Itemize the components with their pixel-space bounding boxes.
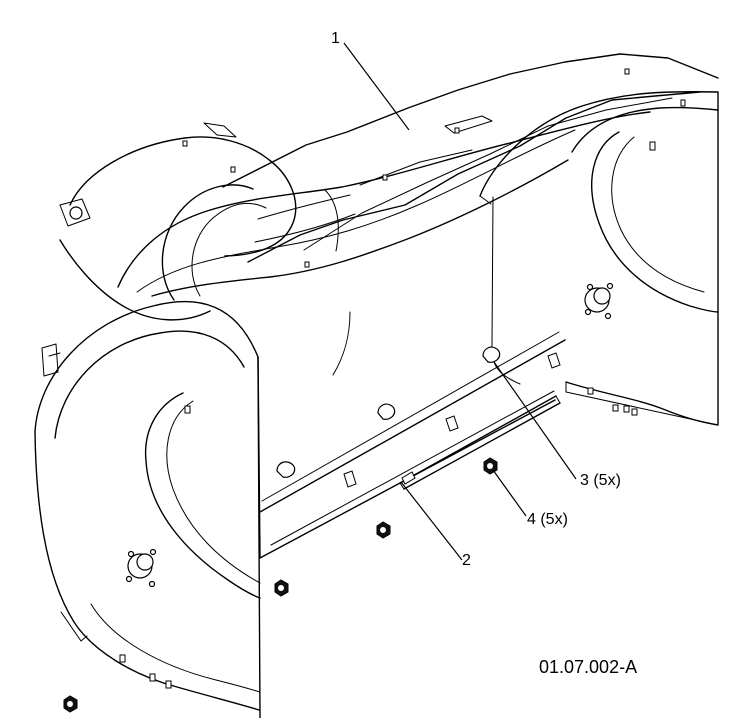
leader-4: [492, 469, 527, 517]
hex-nut-3: [274, 579, 289, 597]
left-rear-mount: [41, 343, 59, 377]
housing-hole-2: [230, 166, 236, 173]
right-lower-hole-a: [587, 387, 594, 395]
left-bolt-hole-b: [149, 548, 157, 556]
left-rear-mount-inner: [48, 352, 61, 357]
housing-hole-1: [182, 140, 188, 147]
top-plate-lower-edge: [247, 91, 701, 263]
scraper-bar-top: [399, 395, 557, 484]
left-lower-hole-b: [149, 673, 156, 682]
scraper-bar-end-right: [555, 395, 561, 404]
left-rear-bracket-hole: [69, 206, 83, 220]
left-bolt-hole-a: [127, 550, 135, 558]
top-plate-slot: [444, 115, 493, 134]
right-bolt-hole-a: [586, 283, 594, 291]
carriage-bolt-head-right: [482, 346, 501, 363]
right-side-plate-outer-edge: [565, 381, 719, 426]
scraper-bar-notch: [401, 471, 416, 485]
top-plate-bend: [359, 149, 473, 186]
hex-nut-4: [63, 695, 78, 713]
housing-hole-4: [382, 174, 388, 181]
top-plate-outline: [222, 53, 719, 188]
callout-3: 3 (5x): [580, 472, 621, 489]
right-side-plate-inner: [571, 106, 719, 153]
leader-3: [493, 361, 577, 480]
housing-hole-5: [454, 127, 460, 134]
left-rear-drum-rim: [161, 184, 254, 301]
right-bolt-hole-b: [606, 282, 614, 290]
scraper-bar-end-left: [399, 482, 405, 490]
left-bolt-hole-c: [125, 575, 133, 583]
hex-nut-1: [483, 457, 498, 475]
rear-wall-curve-left: [332, 311, 351, 376]
right-side-plate-rear-edge: [491, 196, 521, 385]
lip-slot-1: [343, 470, 357, 488]
main-housing-upper-curve: [117, 111, 651, 288]
main-housing-detail-line-3: [324, 189, 339, 252]
scraper-bar-bottom: [403, 402, 561, 490]
left-side-plate-lower-curve: [90, 603, 261, 693]
main-housing-lower-curve: [151, 159, 569, 297]
right-top-hole: [649, 141, 656, 151]
left-side-plate-front-edge: [34, 431, 260, 711]
callout-1: 1: [331, 30, 340, 47]
right-side-plate-outline: [479, 91, 719, 426]
housing-hole-3: [304, 261, 310, 268]
right-drive-hub: [593, 287, 611, 305]
right-bolt-hole-c: [584, 308, 592, 316]
lip-slot-2: [445, 415, 459, 432]
right-lower-hole-c: [623, 405, 630, 413]
carriage-bolt-head-left: [276, 461, 296, 478]
main-housing-detail-line-2: [254, 213, 356, 243]
main-housing-middle-curve: [136, 129, 576, 293]
carriage-bolt-head-middle: [377, 403, 396, 420]
left-lower-hole-c: [165, 680, 172, 689]
left-rear-drum-outline: [69, 136, 297, 257]
left-side-plate-cutout: [144, 392, 261, 599]
right-lower-hole-d: [631, 408, 638, 416]
left-top-hole: [184, 405, 191, 414]
right-lower-hole-b: [612, 404, 619, 412]
callout-2: 2: [462, 552, 471, 569]
lip-slot-3: [547, 352, 561, 369]
left-side-plate-inner-edge: [54, 330, 245, 439]
right-side-plate-cutout-inner: [611, 136, 705, 293]
top-plate-inner-line: [303, 97, 673, 251]
rear-wall-front-lip-inner: [261, 331, 560, 502]
right-bolt-hole-d: [604, 312, 612, 320]
main-housing-detail-line-1: [257, 194, 351, 220]
leader-2: [400, 481, 463, 561]
left-rear-tab: [203, 122, 237, 138]
left-drive-hub: [136, 553, 154, 571]
left-side-plate-gap: [60, 611, 88, 642]
rear-wall-front-lip: [259, 339, 566, 513]
left-side-plate-cutout-inner: [166, 400, 261, 584]
left-rear-bracket: [59, 198, 91, 227]
leader-1: [343, 42, 410, 131]
rear-wall-bottom-inner: [270, 390, 555, 546]
callout-4: 4 (5x): [527, 511, 568, 528]
figure-code: 01.07.002-A: [539, 657, 637, 677]
housing-hole-7: [680, 99, 686, 107]
left-lower-hole-a: [119, 654, 126, 663]
left-side-plate-outer: [34, 300, 261, 718]
left-rear-drum-inner-rim: [191, 202, 267, 297]
housing-hole-6: [624, 68, 630, 75]
left-bolt-hole-d: [148, 580, 156, 588]
hex-nut-2: [376, 521, 391, 539]
left-rear-drum-front: [59, 239, 211, 321]
right-side-plate-cutout: [591, 131, 719, 313]
rear-wall-curve-right: [479, 195, 492, 205]
